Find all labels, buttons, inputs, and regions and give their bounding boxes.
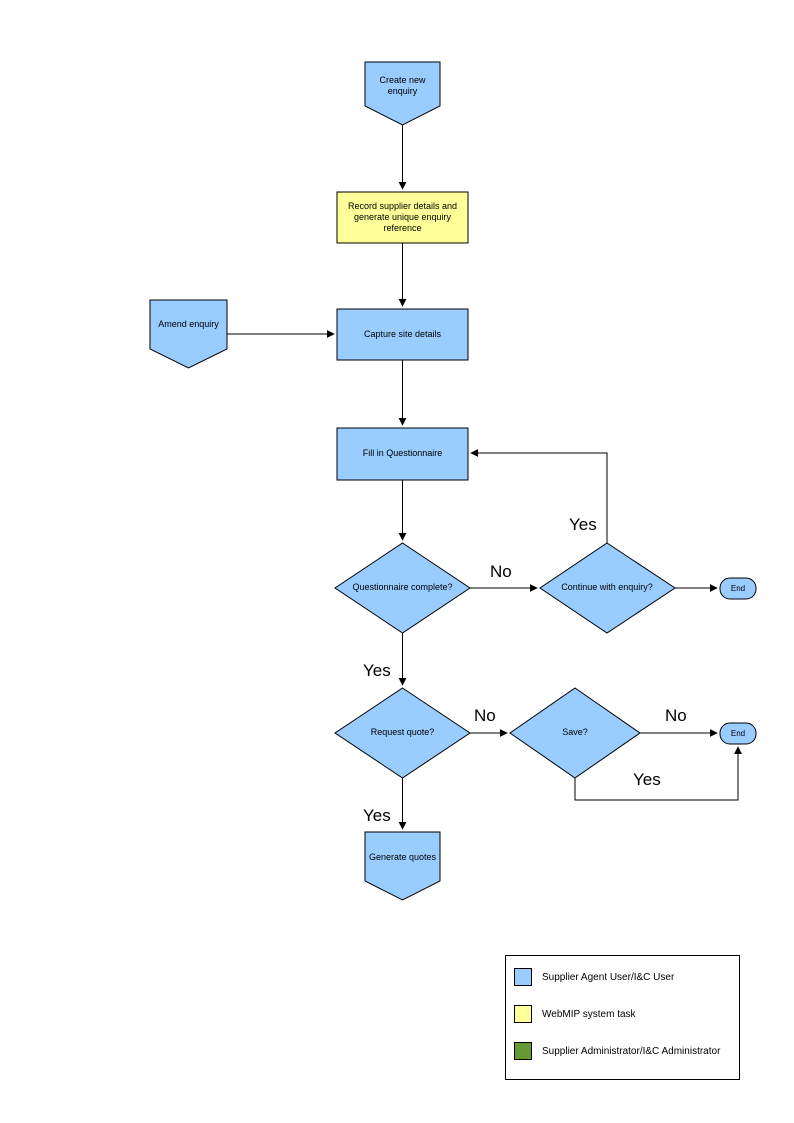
- legend-label-administrator: Supplier Administrator/I&C Administrator: [542, 1046, 721, 1057]
- decision-questionnaire-complete-shape: [334, 542, 471, 634]
- node-create-new-enquiry-shape: [364, 61, 441, 126]
- flow-shapes: [149, 61, 757, 901]
- terminator-end-save-shape: [719, 722, 757, 745]
- legend-label-supplier-agent: Supplier Agent User/I&C User: [542, 972, 675, 983]
- terminator-end-continue-shape: [719, 577, 757, 600]
- node-capture-site-details-shape: [336, 308, 469, 361]
- legend-item-administrator: Supplier Administrator/I&C Administrator: [514, 1042, 720, 1060]
- legend-swatch-system: [514, 1005, 532, 1023]
- legend-swatch-admin: [514, 1042, 532, 1060]
- legend-swatch-user: [514, 968, 532, 986]
- edge-save-yes-to-end: [574, 746, 742, 801]
- node-fill-questionnaire-shape: [336, 427, 469, 481]
- decision-request-quote-shape: [334, 687, 471, 779]
- legend: Supplier Agent User/I&C User WebMIP syst…: [505, 955, 740, 1080]
- node-record-supplier-shape: [336, 191, 469, 244]
- legend-item-supplier-agent: Supplier Agent User/I&C User: [514, 968, 674, 986]
- flow-arrows: [227, 125, 742, 830]
- edge-continue-yes-to-fill: [470, 449, 608, 543]
- legend-item-system-task: WebMIP system task: [514, 1005, 636, 1023]
- decision-continue-with-enquiry-shape: [539, 542, 676, 634]
- node-amend-enquiry-shape: [149, 299, 228, 369]
- decision-save-shape: [509, 687, 641, 779]
- legend-label-system-task: WebMIP system task: [542, 1009, 636, 1020]
- node-generate-quotes-shape: [364, 831, 441, 901]
